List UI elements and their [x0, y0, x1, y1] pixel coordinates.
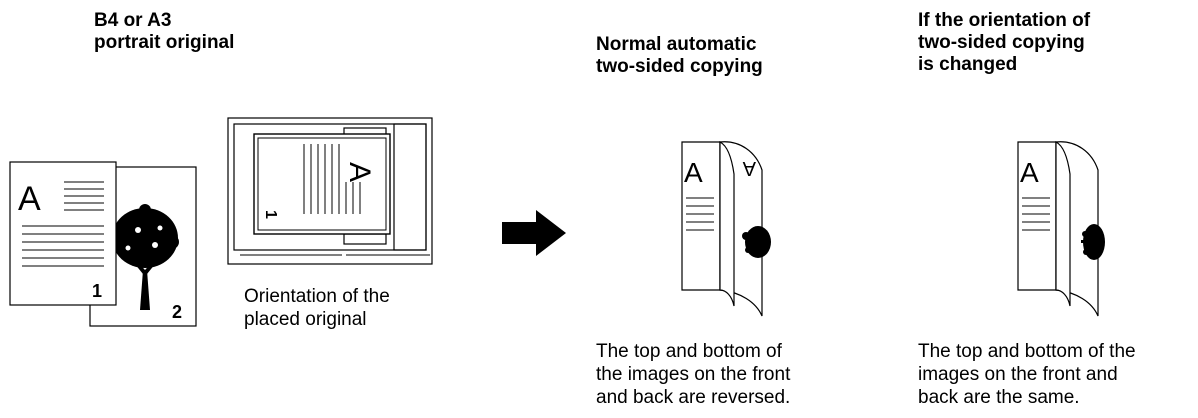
caption-changed: The top and bottom of the images on the … [918, 340, 1136, 409]
placed-page-number: 1 [262, 210, 279, 219]
document-feeder-icon: A 1 [227, 117, 433, 265]
front-page-number: 1 [92, 281, 102, 301]
tree-icon [1081, 224, 1105, 260]
tree-icon [111, 204, 179, 310]
caption-line: The top and bottom of the [918, 341, 1136, 362]
copy-normal-booklet: A A [681, 141, 771, 317]
heading-line: If the orientation of [918, 10, 1091, 31]
caption-line: and back are reversed. [596, 387, 791, 408]
placed-letter: A [343, 162, 376, 182]
text-lines [22, 181, 104, 267]
heading-original: B4 or A3 portrait original [94, 10, 234, 54]
caption-line: the images on the front [596, 364, 791, 385]
caption-placed: Orientation of the placed original [244, 285, 390, 331]
heading-line: B4 or A3 [94, 10, 172, 31]
scanner-outline [227, 117, 433, 265]
tree-icon [742, 226, 771, 258]
heading-line: is changed [918, 54, 1018, 75]
caption-normal: The top and bottom of the images on the … [596, 340, 790, 409]
copy-back-letter-reversed: A [742, 157, 756, 179]
caption-line: placed original [244, 309, 367, 330]
caption-line: Orientation of the [244, 286, 390, 307]
front-letter: A [18, 180, 41, 218]
copy-front-letter: A [1020, 157, 1039, 188]
heading-line: two-sided copying [596, 56, 763, 77]
caption-line: The top and bottom of [596, 341, 782, 362]
heading-line: Normal automatic [596, 34, 757, 55]
original-pages: 2 A 1 [9, 161, 197, 327]
heading-normal: Normal automatic two-sided copying [596, 34, 763, 78]
copy-changed-booklet: A [1017, 141, 1105, 317]
copy-front-letter: A [684, 157, 703, 188]
heading-changed: If the orientation of two-sided copying … [918, 10, 1090, 76]
caption-line: images on the front and [918, 364, 1118, 385]
back-page-number: 2 [172, 302, 182, 322]
heading-line: portrait original [94, 32, 235, 53]
caption-line: back are the same. [918, 387, 1080, 408]
arrow-right-icon [502, 210, 566, 256]
heading-line: two-sided copying [918, 32, 1085, 53]
